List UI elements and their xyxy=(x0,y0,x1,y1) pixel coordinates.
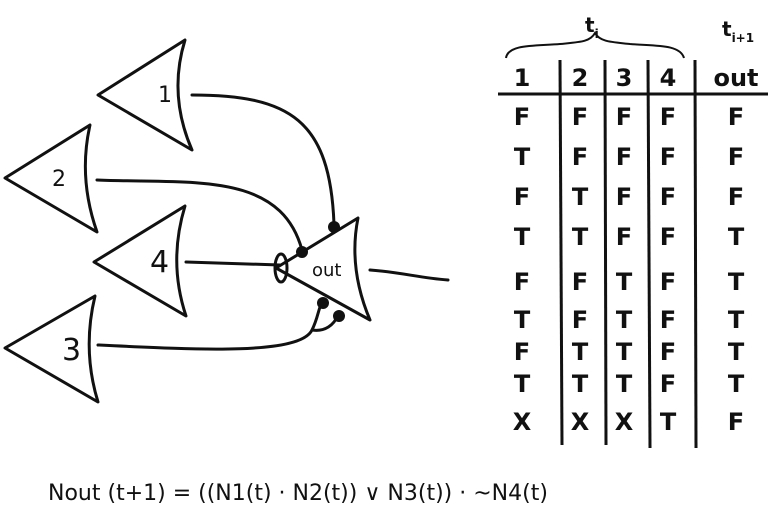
synapse-3a xyxy=(317,297,329,309)
table-cell: F xyxy=(660,268,676,296)
table-cell: F xyxy=(572,268,588,296)
neuron-1-label: 1 xyxy=(158,83,172,108)
synapse-3b xyxy=(333,310,345,322)
table-cell: T xyxy=(572,183,589,211)
table-cell: T xyxy=(616,370,633,398)
ti1-label: ti+1 xyxy=(722,17,754,45)
col-divider-1 xyxy=(558,59,564,446)
table-cell: T xyxy=(514,370,531,398)
table-cell: F xyxy=(572,306,588,334)
table-header-1: 1 xyxy=(514,64,531,92)
table-cell: T xyxy=(572,338,589,366)
table-cell: F xyxy=(660,338,676,366)
table-cell: T xyxy=(660,408,677,436)
table-cell: F xyxy=(616,143,632,171)
table-cell: F xyxy=(660,370,676,398)
neuron-4-body xyxy=(92,204,188,318)
table-cell: F xyxy=(514,183,530,211)
table-cell: X xyxy=(513,408,532,436)
table-header-out: out xyxy=(713,64,758,92)
table-cell: X xyxy=(615,408,634,436)
table-cell: F xyxy=(660,183,676,211)
axon-out xyxy=(368,268,450,282)
table-cell: T xyxy=(728,268,745,296)
neuron-2-body xyxy=(3,123,99,234)
neuron-1-body xyxy=(96,38,194,152)
table-cell: F xyxy=(514,103,530,131)
table-cell: F xyxy=(514,338,530,366)
table-header-2: 2 xyxy=(572,64,589,92)
axon-2 xyxy=(95,178,304,252)
col-divider-4 xyxy=(693,59,698,449)
table-cell: F xyxy=(572,143,588,171)
table-cell: T xyxy=(514,143,531,171)
col-divider-2 xyxy=(603,59,608,446)
neuron-4-label: 4 xyxy=(150,245,169,280)
table-cell: F xyxy=(660,223,676,251)
table-cell: F xyxy=(728,103,744,131)
neuron-2-label: 2 xyxy=(52,167,66,192)
ti-brace xyxy=(505,30,685,59)
axon-4 xyxy=(184,260,282,267)
table-cell: F xyxy=(616,103,632,131)
table-cell: F xyxy=(728,143,744,171)
table-cell: T xyxy=(616,338,633,366)
table-cell: T xyxy=(616,306,633,334)
table-cell: T xyxy=(572,223,589,251)
table-cell: T xyxy=(616,268,633,296)
table-cell: F xyxy=(660,143,676,171)
table-cell: F xyxy=(572,103,588,131)
neuron-out-label: out xyxy=(312,260,341,281)
neuron-3-body xyxy=(3,294,100,404)
neuron-3-label: 3 xyxy=(62,333,81,368)
table-cell: T xyxy=(572,370,589,398)
table-cell: F xyxy=(514,268,530,296)
table-cell: T xyxy=(728,306,745,334)
table-cell: X xyxy=(571,408,590,436)
ti-label: ti xyxy=(585,13,599,41)
neuron-out-body xyxy=(274,216,372,322)
synapse-2 xyxy=(296,246,308,258)
axon-3 xyxy=(96,300,324,351)
table-cell: T xyxy=(514,223,531,251)
table-header-3: 3 xyxy=(616,64,633,92)
table-header-4: 4 xyxy=(660,64,677,92)
table-cell: F xyxy=(616,223,632,251)
table-cell: F xyxy=(660,306,676,334)
table-cell: F xyxy=(728,183,744,211)
table-cell: T xyxy=(728,370,745,398)
output-formula: Nout (t+1) = ((N1(t) · N2(t)) ∨ N3(t)) ·… xyxy=(48,481,548,506)
table-cell: F xyxy=(660,103,676,131)
inhibitory-synapse xyxy=(273,252,289,284)
synapse-1 xyxy=(328,221,340,233)
table-cell: T xyxy=(728,223,745,251)
axon-1 xyxy=(190,93,336,226)
table-cell: T xyxy=(514,306,531,334)
col-divider-3 xyxy=(646,59,652,449)
table-cell: F xyxy=(616,183,632,211)
table-cell: T xyxy=(728,338,745,366)
table-cell: F xyxy=(728,408,744,436)
